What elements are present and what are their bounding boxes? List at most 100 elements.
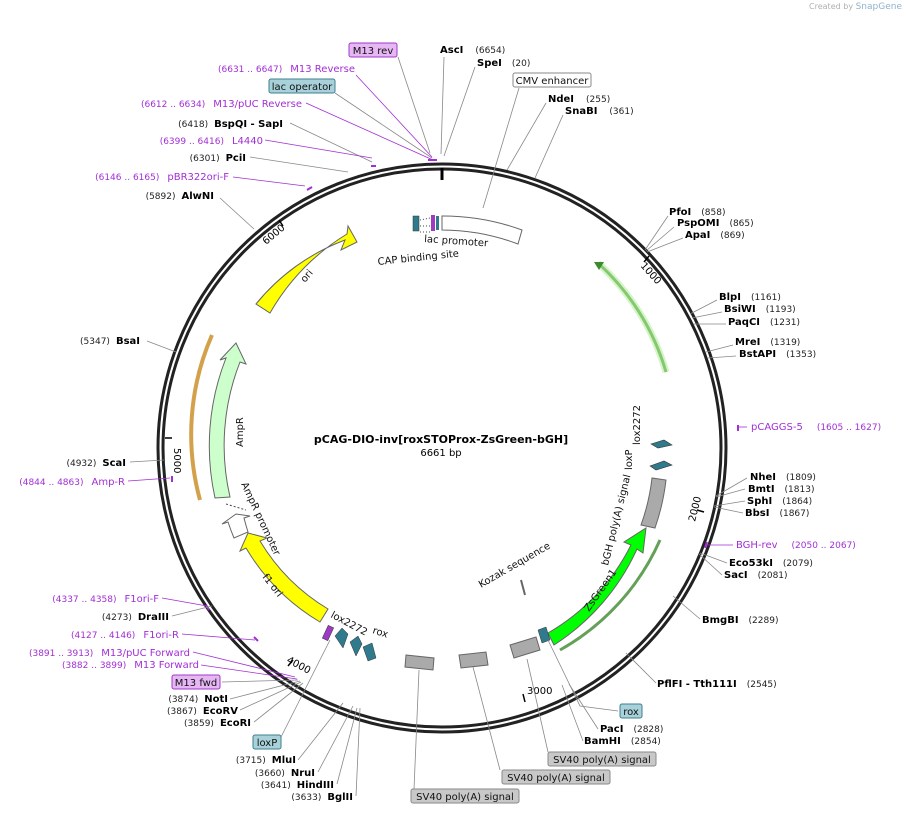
enzyme-pflfi[interactable]: PflFI - Tth111I(2545) [657, 679, 777, 690]
leader-ecorv [239, 681, 302, 711]
primer-amp-r-name: Amp-R [92, 477, 126, 488]
enzyme-mrei[interactable]: MreI(1319) [735, 337, 800, 348]
enzyme-bamhi-name: BamHI [584, 736, 621, 747]
enzyme-paqci[interactable]: PaqCI(1231) [728, 317, 800, 328]
leader-blpi [689, 299, 718, 315]
enzyme-bglii[interactable]: (3633)BglII [291, 792, 353, 803]
leader-m13rev [397, 56, 431, 154]
primer-pcaggs5[interactable]: pCAGGS-5 (1605 .. 1627) [751, 422, 881, 433]
enzyme-bsai[interactable]: (5347)BsaI [80, 336, 140, 347]
enzyme-bspqi-sapi[interactable]: (6418)BspQI - SapI [178, 119, 283, 130]
lac-operator-box[interactable] [268, 78, 336, 94]
cmv-enhancer-box[interactable] [512, 72, 592, 88]
enzyme-asci[interactable]: AscI(6654) [440, 45, 505, 56]
leader-pflfi [625, 652, 657, 684]
enzyme-noti[interactable]: (3874)NotI [168, 694, 228, 705]
enzyme-paci[interactable]: PacI(2828) [600, 724, 663, 735]
primer-m13puc-reverse[interactable]: (6612 .. 6634)M13/pUC Reverse [141, 99, 302, 110]
enzyme-scai[interactable]: (4932)ScaI [66, 458, 126, 469]
primer-m13-reverse[interactable]: (6631 .. 6647)M13 Reverse [218, 64, 355, 75]
enzyme-alwni-name: AlwNI [182, 191, 215, 202]
lac-small-mark [436, 216, 439, 230]
enzyme-asci-name: AscI [440, 45, 463, 56]
enzyme-bstapi-pos: (1353) [786, 350, 816, 360]
primer-f1ori-f-range: (4337 .. 4358) [52, 595, 116, 605]
enzyme-bspqi-sapi-name: BspQI - SapI [214, 119, 283, 130]
enzyme-blpi[interactable]: BlpI(1161) [719, 292, 781, 303]
primer-m13puc-forward[interactable]: (3891 .. 3913)M13/pUC Forward [29, 648, 190, 659]
enzyme-paqci-name: PaqCI [728, 317, 760, 328]
primer-m13-forward[interactable]: (3882 .. 3899)M13 Forward [62, 660, 199, 671]
enzyme-bmti[interactable]: BmtI(1813) [748, 484, 814, 495]
sv40-box-3[interactable] [410, 788, 520, 804]
enzyme-nrui[interactable]: (3660) NruI [255, 768, 315, 779]
primer-pbr322ori-f[interactable]: (6146 .. 6165)pBR322ori-F [95, 172, 229, 183]
enzyme-sphi[interactable]: SphI(1864) [747, 496, 812, 507]
sv40-box-2[interactable] [501, 769, 611, 785]
enzyme-saci-pos: (2081) [758, 571, 788, 581]
tick-1000-mark [643, 255, 650, 263]
leader-pspomi [645, 226, 675, 252]
enzyme-pcii[interactable]: (6301)PciI [190, 153, 246, 164]
enzyme-pfoi[interactable]: PfoI(858) [669, 207, 725, 218]
leader-bsiwi [691, 311, 723, 319]
enzyme-ecori[interactable]: (3859)EcoRI [184, 718, 251, 729]
enzyme-snabi[interactable]: SnaBI(361) [565, 106, 634, 117]
enzyme-bsiwi-name: BsiWI [724, 304, 756, 315]
leader-m13reverse [355, 74, 433, 158]
primer-bgh-rev[interactable]: BGH-rev(2050 .. 2067) [736, 540, 856, 551]
enzyme-ecorv[interactable]: (3867)EcoRV [167, 706, 238, 717]
enzyme-saci[interactable]: SacI (2081) [724, 570, 788, 581]
loxp-right-arrow [649, 460, 673, 471]
tick-3000: 3000 [527, 686, 552, 697]
primer-f1ori-f[interactable]: (4337 .. 4358)F1ori-F [52, 594, 159, 605]
enzyme-ecori-name: EcoRI [220, 718, 251, 729]
leader-scai [129, 459, 165, 463]
primer-pcaggs5-name: pCAGGS-5 [751, 422, 803, 433]
m13-rev-box[interactable] [348, 42, 398, 58]
enzyme-bamhi[interactable]: BamHI(2854) [584, 736, 661, 747]
enzyme-mrei-pos: (1319) [770, 338, 800, 348]
sv40-box-1-text: SV40 poly(A) signal [553, 755, 651, 766]
enzyme-bsiwi[interactable]: BsiWI(1193) [724, 304, 796, 315]
primer-l4440[interactable]: (6399 .. 6416)L4440 [160, 136, 263, 147]
cap-site-dots [419, 217, 431, 233]
primer-f1ori-r[interactable]: (4127 .. 4146)F1ori-R [71, 630, 179, 641]
enzyme-saci-name: SacI [724, 570, 748, 581]
enzyme-hindiii-name: HindIII [297, 780, 334, 791]
enzyme-bmgbi[interactable]: BmgBI(2289) [702, 615, 778, 626]
enzyme-pspomi[interactable]: PspOMI(865) [677, 218, 754, 229]
enzyme-nhei[interactable]: NheI(1809) [750, 472, 816, 483]
leader-bstapi [707, 355, 737, 359]
enzyme-draiii[interactable]: (4273)DraIII [102, 612, 169, 623]
leader-mlui [297, 702, 344, 761]
plasmid-name: pCAG-DIO-inv[roxSTOProx-ZsGreen-bGH] [314, 433, 568, 446]
enzyme-bbsi[interactable]: BbsI(1867) [745, 508, 809, 519]
loxp-box-text: loxP [257, 738, 278, 749]
sv40-box-1[interactable] [547, 751, 657, 767]
enzyme-nrui-name: NruI [291, 768, 315, 779]
enzyme-mlui[interactable]: (3715)MluI [236, 755, 296, 766]
primer-pbr322ori-f-range: (6146 .. 6165) [95, 173, 159, 183]
primer-amp-r[interactable]: (4844 .. 4863) Amp-R [19, 477, 125, 488]
enzyme-noti-pos: (3874) [168, 695, 198, 705]
enzyme-nrui-pos: (3660) [255, 769, 285, 779]
enzyme-eco53ki[interactable]: Eco53kI(2079) [729, 558, 813, 569]
rox-box[interactable] [619, 703, 643, 719]
lox2272-right-label: lox2272 [632, 405, 643, 445]
enzyme-pspomi-pos: (865) [729, 219, 753, 229]
enzyme-hindiii[interactable]: (3641)HindIII [261, 780, 334, 791]
f1ori-r-marker [253, 636, 259, 642]
enzyme-alwni[interactable]: (5892)AlwNI [146, 191, 214, 202]
primer-m13puc-reverse-name: M13/pUC Reverse [213, 99, 302, 110]
primer-pcaggs5-range: (1605 .. 1627) [817, 423, 881, 433]
snapgene-credit: Created by SnapGene [809, 2, 902, 12]
enzyme-ndei[interactable]: NdeI(255) [548, 94, 610, 105]
leader-bmti [715, 488, 746, 498]
loxp-box[interactable] [252, 734, 282, 750]
enzyme-bstapi[interactable]: BstAPI(1353) [739, 349, 816, 360]
primer-amp-r-range: (4844 .. 4863) [19, 478, 83, 488]
enzyme-spei[interactable]: SpeI(20) [477, 58, 530, 69]
m13-fwd-box[interactable] [171, 674, 221, 690]
enzyme-apai[interactable]: ApaI(869) [685, 230, 745, 241]
